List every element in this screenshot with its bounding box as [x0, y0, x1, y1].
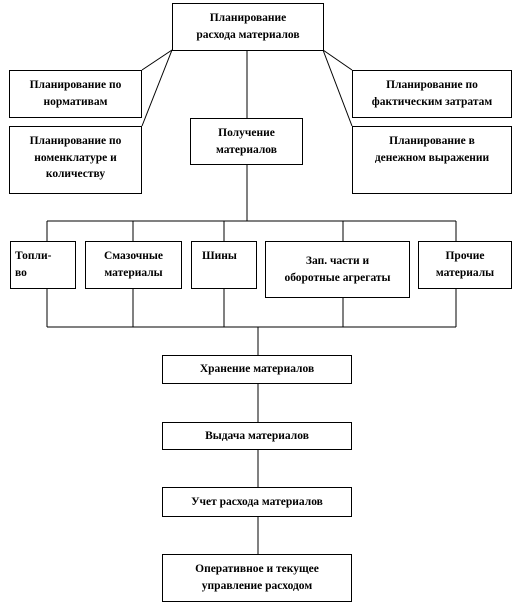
- connector-root-plan-nomenclature: [141, 49, 173, 127]
- connector-root-plan-money: [322, 49, 353, 127]
- node-plan-actual: Планирование по фактическим затратам: [352, 70, 512, 118]
- node-fuel: Топли- во: [10, 241, 76, 289]
- node-accounting: Учет расхода материалов: [162, 487, 352, 517]
- node-other: Прочие материалы: [418, 241, 512, 289]
- node-root: Планирование расхода материалов: [172, 3, 324, 51]
- node-storage: Хранение материалов: [162, 355, 352, 384]
- node-tires: Шины: [191, 241, 257, 289]
- node-receiving: Получение материалов: [190, 118, 303, 165]
- node-management: Оперативное и текущее управление расходо…: [162, 554, 352, 602]
- node-plan-nomenclature: Планирование по номенклатуре и количеств…: [9, 126, 142, 194]
- node-plan-money: Планирование в денежном выражении: [352, 126, 512, 194]
- connector-root-plan-norms: [141, 49, 173, 71]
- node-issuance: Выдача материалов: [162, 422, 352, 450]
- node-spare-parts: Зап. части и оборотные агрегаты: [265, 241, 410, 298]
- node-plan-norms: Планирование по нормативам: [9, 70, 142, 118]
- connector-root-plan-actual: [322, 49, 353, 71]
- node-lubricants: Смазочные материалы: [85, 241, 182, 289]
